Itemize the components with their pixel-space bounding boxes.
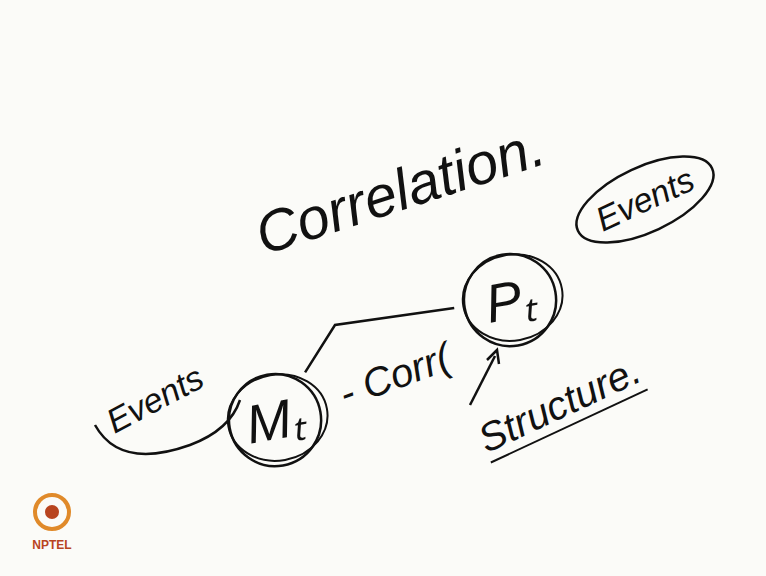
watermark: NPTEL	[32, 539, 71, 553]
title-text: Correlation.	[247, 112, 553, 268]
ink-ring	[221, 366, 335, 468]
node-text: Events	[590, 160, 701, 239]
circled-symbol: Pₜ	[457, 247, 564, 354]
ink-ring	[222, 367, 329, 474]
node-text: Mₜ	[241, 384, 309, 455]
pointer-line	[470, 356, 495, 405]
ink-ring	[457, 247, 564, 354]
logo-core	[45, 505, 59, 519]
circled-symbol: Mₜ	[222, 367, 329, 474]
circled-word: Events	[564, 139, 726, 261]
formula-text: - Corr(	[333, 334, 457, 417]
side-note: Events	[100, 358, 210, 441]
pointer-head	[487, 350, 499, 364]
ink-ring	[564, 139, 726, 261]
logo-ring	[35, 495, 69, 529]
node-text: Pₜ	[480, 265, 539, 335]
ink-ring	[456, 246, 570, 348]
